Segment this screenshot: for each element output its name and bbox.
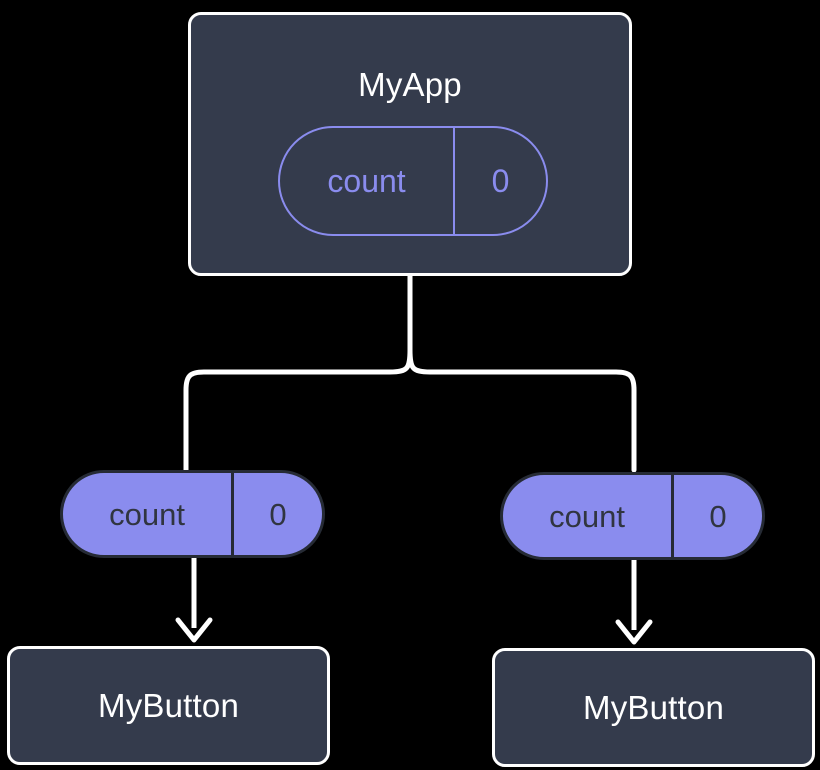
fork-connector — [407, 273, 637, 473]
state-pill-branch-right[interactable]: count 0 — [500, 472, 765, 560]
state-pill-myapp-value: 0 — [453, 128, 546, 234]
state-pill-branch-right-key: count — [549, 498, 625, 534]
state-pill-myapp[interactable]: count 0 — [278, 126, 548, 236]
node-myapp-title-wrap: MyApp — [191, 68, 629, 101]
fork-connector-left — [183, 347, 413, 473]
node-myapp-label: MyApp — [358, 66, 462, 103]
node-mybutton-left-label: MyButton — [98, 687, 239, 724]
arrow-head-left — [175, 617, 213, 643]
state-pill-branch-left-value: 0 — [231, 473, 322, 555]
node-mybutton-right[interactable]: MyButton — [492, 648, 815, 767]
state-pill-branch-left-key: count — [109, 496, 185, 532]
state-pill-myapp-key: count — [327, 163, 406, 199]
state-pill-branch-left[interactable]: count 0 — [60, 470, 325, 558]
arrow-head-right — [615, 619, 653, 645]
state-pill-branch-right-value: 0 — [671, 475, 762, 557]
node-mybutton-left[interactable]: MyButton — [7, 646, 330, 765]
node-mybutton-right-label: MyButton — [583, 689, 724, 726]
